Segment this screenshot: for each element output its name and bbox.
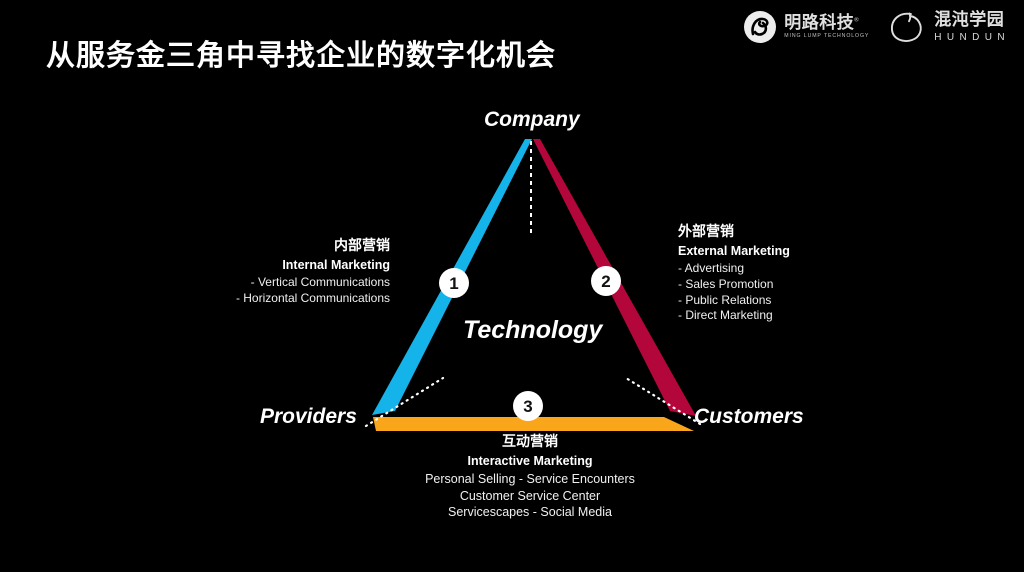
- mingluo-technology-logo: 明路科技® MING LUMP TECHNOLOGY: [743, 10, 869, 44]
- annotation-internal-marketing: 内部营销 Internal Marketing - Vertical Commu…: [178, 236, 390, 307]
- center-label-technology: Technology: [463, 316, 603, 344]
- logo-bar: 明路科技® MING LUMP TECHNOLOGY 混沌学园 HUNDUN: [743, 9, 1010, 45]
- page-title: 从服务金三角中寻找企业的数字化机会: [46, 40, 557, 72]
- registered-mark-icon: ®: [854, 17, 860, 24]
- annotation-internal-item: - Horizontal Communications: [235, 291, 390, 306]
- annotation-internal-en: Internal Marketing: [282, 258, 390, 273]
- interactive-marketing-bar: [373, 417, 694, 431]
- brush-circle-icon: [891, 12, 922, 42]
- annotation-external-item: - Public Relations: [678, 292, 772, 307]
- vertex-label-company: Company: [484, 108, 580, 131]
- slide-header: 从服务金三角中寻找企业的数字化机会 明路科技® MING LUMP TECHNO…: [0, 0, 1024, 86]
- mingluo-logo-text: 明路科技® MING LUMP TECHNOLOGY: [784, 14, 869, 39]
- service-triangle-diagram: Company Providers Customers Technology 1…: [0, 86, 1024, 572]
- hundun-academy-logo: 混沌学园 HUNDUN: [887, 9, 1010, 45]
- step-badge-1[interactable]: 1: [439, 268, 469, 298]
- annotation-internal-cn: 内部营销: [334, 237, 390, 253]
- annotation-internal-item: - Vertical Communications: [250, 275, 390, 290]
- step-badge-3[interactable]: 3: [513, 391, 543, 421]
- hundun-logo-cn: 混沌学园: [934, 10, 1005, 29]
- annotation-external-marketing: 外部营销 External Marketing - Advertising - …: [678, 222, 908, 324]
- annotation-interactive-item: Personal Selling - Service Encounters: [425, 472, 635, 487]
- annotation-external-item: - Advertising: [678, 261, 745, 276]
- annotation-external-en: External Marketing: [678, 244, 790, 259]
- annotation-external-cn: 外部营销: [678, 223, 734, 239]
- annotation-interactive-item: Servicescapes - Social Media: [448, 504, 612, 519]
- annotation-interactive-cn: 互动营销: [502, 433, 558, 449]
- step-badge-2[interactable]: 2: [591, 266, 621, 296]
- hundun-logo-en: HUNDUN: [934, 32, 1010, 43]
- hundun-logo-text: 混沌学园 HUNDUN: [934, 11, 1010, 43]
- mingluo-logo-en: MING LUMP TECHNOLOGY: [784, 33, 870, 40]
- annotation-interactive-marketing: 互动营销 Interactive Marketing Personal Sell…: [404, 432, 656, 520]
- vertex-label-customers: Customers: [694, 405, 804, 428]
- annotation-interactive-en: Interactive Marketing: [467, 454, 593, 469]
- annotation-interactive-item: Customer Service Center: [459, 488, 601, 503]
- annotation-external-item: - Direct Marketing: [678, 308, 773, 323]
- annotation-external-item: - Sales Promotion: [678, 277, 774, 292]
- mingluo-logo-cn: 明路科技®: [784, 13, 860, 33]
- circle-swirl-icon: [744, 11, 777, 43]
- right-vertex-dotted-line: [624, 376, 702, 426]
- vertex-label-providers: Providers: [260, 405, 357, 428]
